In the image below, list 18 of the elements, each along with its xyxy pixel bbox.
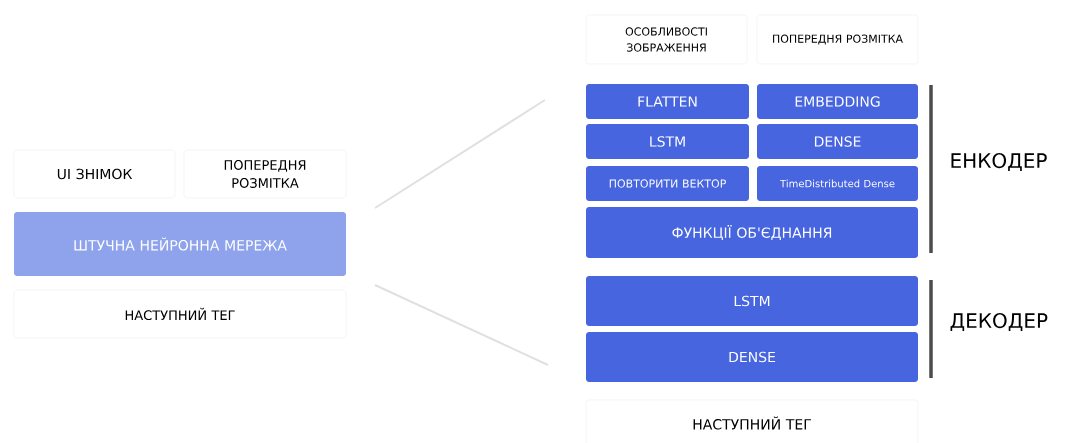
input-box: НАСТУПНИЙ ТЕГ: [585, 399, 919, 443]
layer-box: TimeDistributed Dense: [757, 166, 918, 201]
layer-box: FLATTEN: [586, 84, 749, 119]
network-box: ШТУЧНА НЕЙРОННА МЕРЕЖА: [14, 212, 346, 276]
layer-box: ПОВТОРИТИ ВЕКТОР: [586, 166, 749, 201]
input-box: ПОПЕРЕДНЯ РОЗМІТКА: [756, 14, 919, 65]
section-label: ЕНКОДЕР: [951, 153, 1047, 171]
section-label: ДЕКОДЕР: [950, 313, 1048, 331]
layer-box: LSTM: [586, 276, 918, 326]
layer-box: DENSE: [757, 124, 918, 159]
layer-box: LSTM: [586, 124, 749, 159]
layer-box: DENSE: [586, 332, 918, 382]
input-box: НАСТУПНИЙ ТЕГ: [13, 289, 347, 339]
input-box: ПОПЕРЕДНЯ РОЗМІТКА: [183, 149, 347, 199]
input-box: UI ЗНІМОК: [13, 149, 176, 199]
input-box: ОСОБЛИВОСТІ ЗОБРАЖЕННЯ: [585, 14, 748, 65]
layer-box: ФУНКЦІЇ ОБ'ЄДНАННЯ: [586, 207, 918, 258]
layer-box: EMBEDDING: [757, 84, 918, 119]
